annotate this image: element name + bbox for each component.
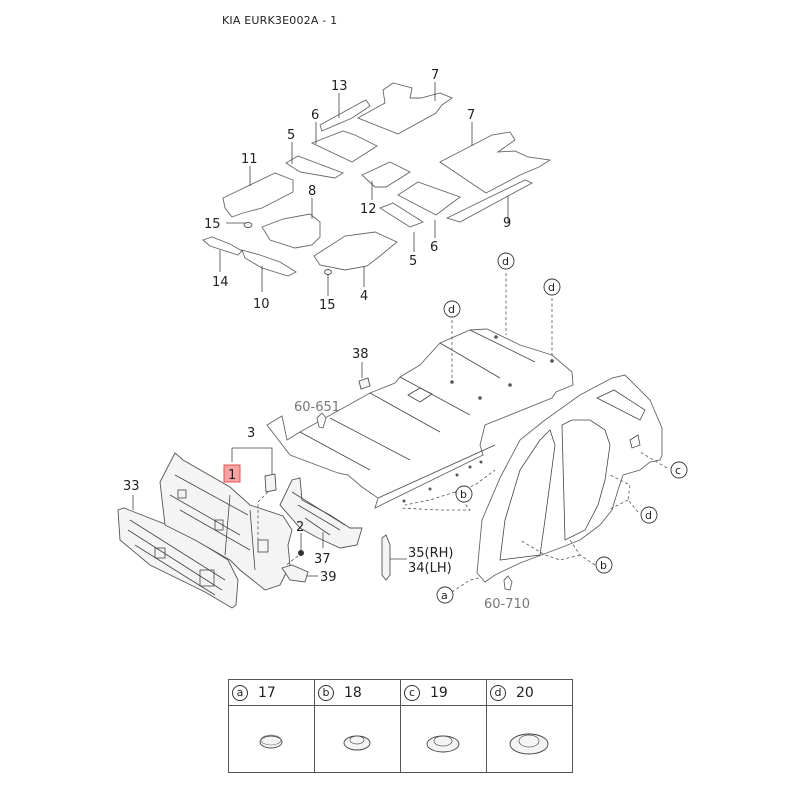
label-35-rh: 35(RH) [408, 546, 454, 561]
label-8: 8 [308, 184, 316, 199]
part-38-bracket [358, 377, 371, 390]
part-35-34-pillar-bracket [381, 534, 391, 581]
callout-a: a [436, 586, 454, 604]
part-15-clip-upper [243, 222, 253, 228]
label-34-lh: 34(LH) [408, 561, 452, 576]
label-38: 38 [352, 347, 369, 362]
label-33: 33 [123, 479, 140, 494]
ref-60-710-icon [503, 575, 513, 591]
part-10-mat [241, 249, 297, 277]
svg-text:d: d [548, 281, 555, 294]
part-9-mat [445, 179, 534, 223]
part-33-dash-insulator [117, 507, 239, 609]
callout-c: c [670, 461, 688, 479]
label-10: 10 [253, 297, 270, 312]
part-6-mat-upper [310, 130, 378, 163]
callout-d-3: d [443, 300, 461, 318]
callout-b-2: b [595, 556, 613, 574]
ref-60-651-icon [316, 412, 327, 429]
label-39: 39 [320, 570, 337, 585]
plug-20-icon [509, 733, 549, 755]
label-5-lower: 5 [409, 254, 417, 269]
label-5-upper: 5 [287, 128, 295, 143]
part-6-mat-mid [397, 181, 461, 216]
label-7-front: 7 [431, 68, 439, 83]
label-2: 2 [296, 520, 304, 535]
label-12: 12 [360, 202, 377, 217]
part-13-pad [319, 99, 371, 132]
callout-d-4: d [640, 506, 658, 524]
part-2-bolt [298, 550, 304, 556]
part-7-mat-front [356, 82, 453, 135]
svg-text:b: b [600, 559, 607, 572]
svg-text:a: a [441, 589, 448, 602]
plug-17-icon [259, 734, 283, 749]
label-1: 1 [228, 468, 236, 483]
legend-image-a [228, 705, 315, 773]
label-15-lower: 15 [319, 298, 336, 313]
highlighted-part-marker[interactable] [223, 464, 241, 483]
part-11-mat [222, 172, 294, 218]
label-4: 4 [360, 289, 368, 304]
label-6-mid: 6 [430, 240, 438, 255]
floor-pan [266, 328, 574, 509]
part-39-bracket [281, 564, 309, 583]
part-5-mat-upper [285, 155, 345, 179]
legend-image-d [486, 705, 573, 773]
part-8-mat [261, 213, 321, 249]
svg-text:d: d [502, 255, 509, 268]
label-11: 11 [241, 152, 258, 167]
part-3-bracket [264, 473, 277, 493]
label-15-upper: 15 [204, 217, 221, 232]
legend-image-c [400, 705, 487, 773]
part-5-mat-lower [379, 202, 424, 228]
callout-d-2: d [543, 278, 561, 296]
label-14: 14 [212, 275, 229, 290]
part-14-mat [202, 236, 243, 256]
part-37-cowl-panel [279, 477, 363, 549]
exploded-parts-diagram: 13 7 6 5 7 11 8 15 12 9 6 5 14 10 15 4 6… [117, 68, 688, 612]
callout-d-1: d [497, 252, 515, 270]
label-7-rear: 7 [467, 108, 475, 123]
svg-text:b: b [460, 488, 467, 501]
plug-18-icon [343, 735, 371, 751]
svg-text:c: c [675, 464, 681, 477]
label-37: 37 [314, 552, 331, 567]
floor-labels: 13 7 6 5 7 11 8 15 12 9 6 5 14 10 15 4 [204, 68, 511, 313]
legend-image-b [314, 705, 401, 773]
plug-19-icon [426, 735, 460, 753]
label-6-upper: 6 [311, 108, 319, 123]
label-ref-60-710: 60-710 [484, 597, 530, 612]
part-12-mat [361, 161, 411, 188]
part-7-mat-rear [439, 131, 552, 194]
callout-b-1: b [455, 485, 473, 503]
label-3: 3 [247, 426, 255, 441]
floor-mats-group [202, 82, 552, 277]
label-ref-60-651: 60-651 [294, 400, 340, 415]
part-1-dash-panel [159, 452, 293, 591]
part-4-mat [313, 231, 398, 271]
floor-leader-lines [219, 82, 509, 296]
part-15-clip-lower [324, 269, 332, 275]
diagram-title: KIA EURK3E002A - 1 [222, 14, 338, 27]
label-9: 9 [503, 216, 511, 231]
label-13: 13 [331, 79, 348, 94]
svg-text:d: d [448, 303, 455, 316]
svg-text:d: d [645, 509, 652, 522]
